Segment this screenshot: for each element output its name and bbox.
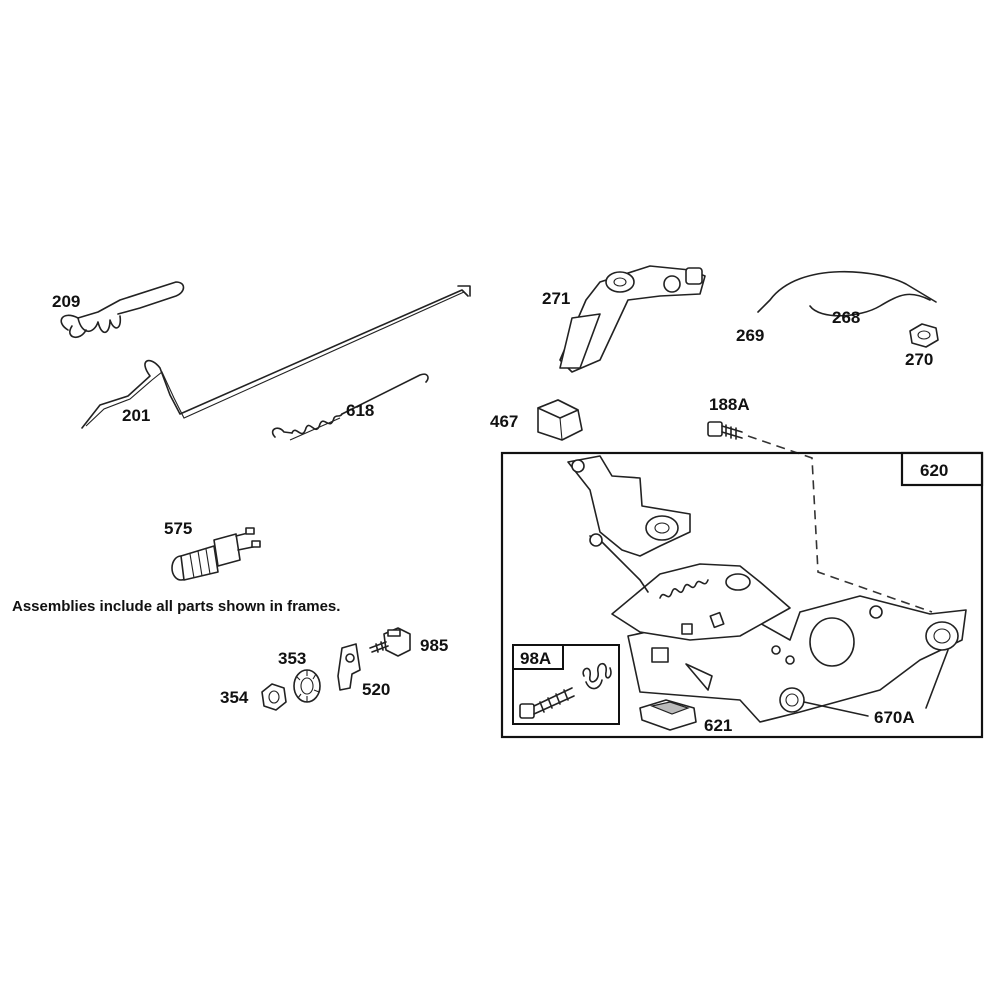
label-620: 620	[920, 461, 948, 480]
leader-670A-lower	[803, 701, 869, 717]
part-201-governor-rod	[81, 285, 471, 429]
label-268: 268	[832, 308, 860, 327]
label-354: 354	[220, 688, 249, 707]
part-209-spring-clip	[60, 281, 185, 338]
part-520-terminal	[337, 643, 361, 691]
part-188A-screw	[707, 421, 743, 440]
part-621-clip	[639, 699, 697, 731]
label-271: 271	[542, 289, 570, 308]
part-575-switch	[171, 527, 261, 581]
part-98A-screw-and-spring	[519, 662, 612, 719]
part-467-block	[537, 399, 583, 441]
frame-98A-tab	[512, 644, 564, 670]
frame-620	[500, 451, 984, 739]
part-353-lockwasher	[293, 669, 321, 703]
label-98A: 98A	[520, 649, 551, 668]
part-268-cable	[757, 270, 937, 317]
frame-620-tab	[900, 451, 984, 487]
label-618: 618	[346, 401, 374, 420]
label-467: 467	[490, 412, 518, 431]
label-270: 270	[905, 350, 933, 369]
label-670A: 670A	[874, 708, 915, 727]
label-209: 209	[52, 292, 80, 311]
label-985: 985	[420, 636, 448, 655]
label-188A: 188A	[709, 395, 750, 414]
label-575: 575	[164, 519, 192, 538]
part-270-hex-nut	[909, 323, 939, 348]
label-520: 520	[362, 680, 390, 699]
label-621: 621	[704, 716, 732, 735]
frame-98A	[512, 644, 620, 725]
label-201: 201	[122, 406, 150, 425]
assemblies-note: Assemblies include all parts shown in fr…	[12, 598, 340, 615]
part-618-spring	[271, 373, 429, 441]
label-353: 353	[278, 649, 306, 668]
part-354-nut	[261, 683, 287, 711]
part-985-screw	[369, 627, 411, 657]
label-269: 269	[736, 326, 764, 345]
leader-670A-upper	[925, 649, 949, 709]
leader-188A-dashed	[747, 435, 933, 613]
part-271-governor-lever	[559, 265, 706, 373]
control-bracket-assembly	[567, 455, 967, 723]
